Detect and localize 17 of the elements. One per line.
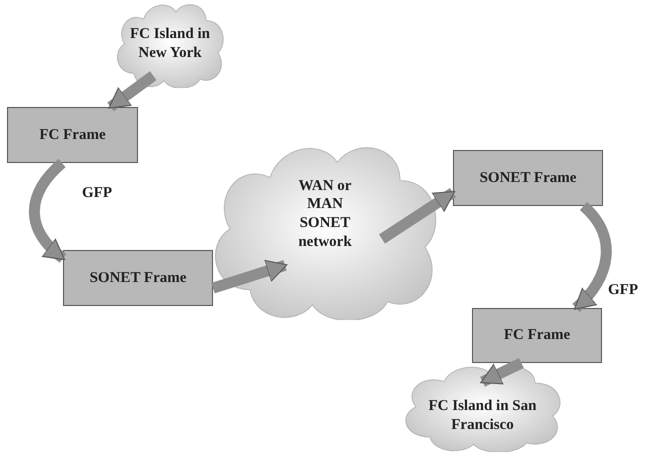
frame-box — [7, 107, 138, 163]
block-arrow — [211, 260, 288, 294]
node-text: WAN or MAN SONET network — [297, 176, 353, 252]
block-arrow — [378, 188, 456, 244]
block-arrow — [107, 71, 156, 112]
frame-box — [453, 150, 603, 206]
node-text: FC Island in San Francisco — [428, 397, 538, 435]
block-arrow — [28, 159, 67, 263]
node-text: SONET Frame — [90, 268, 186, 288]
block-arrow — [572, 202, 612, 312]
node-text: SONET Frame — [480, 168, 576, 188]
node-text: FC Frame — [39, 126, 106, 144]
frame-box — [63, 250, 213, 306]
node-text: FC Island in New York — [128, 25, 212, 63]
block-arrow — [480, 358, 524, 387]
node-text: FC Frame — [504, 326, 570, 345]
frame-box — [472, 308, 602, 363]
